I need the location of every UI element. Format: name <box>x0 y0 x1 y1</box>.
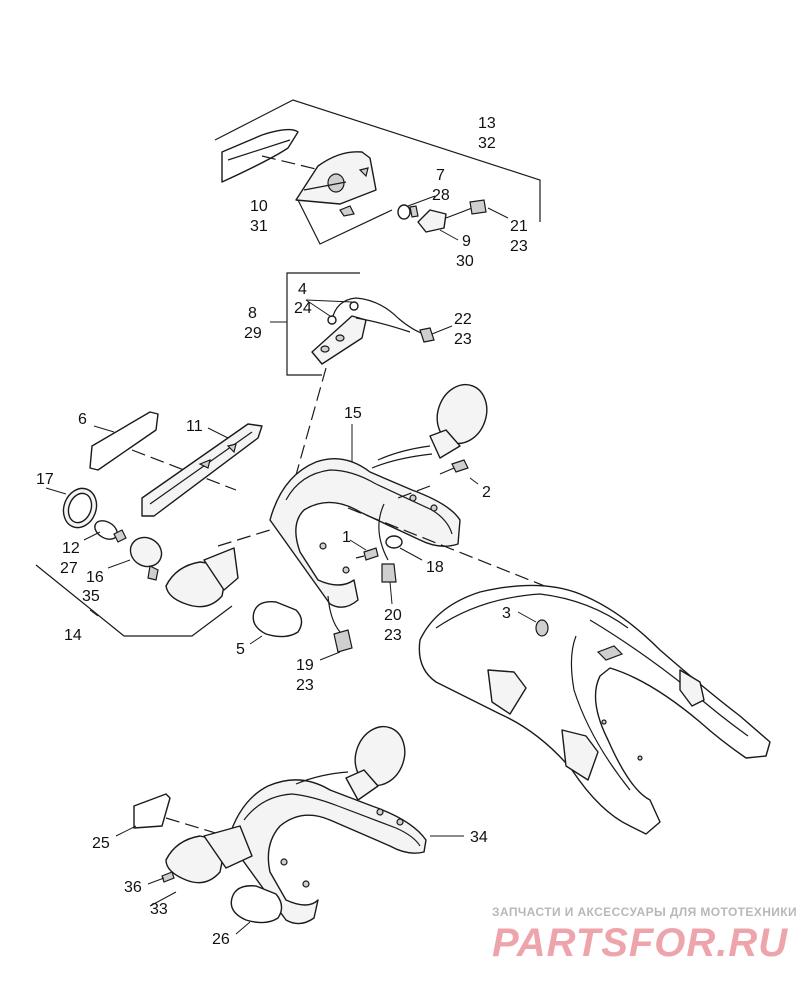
turn-signal-left <box>165 547 239 608</box>
label-33: 33 <box>150 901 168 918</box>
label-8: 8 <box>248 305 257 322</box>
bracket-13-32 <box>214 99 541 222</box>
label-19: 19 <box>296 657 314 674</box>
label-17: 17 <box>36 471 54 488</box>
label-6: 6 <box>78 411 87 428</box>
label-23-a: 23 <box>510 238 528 255</box>
label-10: 10 <box>250 198 268 215</box>
bulb-7-28 <box>397 195 436 220</box>
label-34: 34 <box>470 829 488 846</box>
connector-19-23 <box>319 595 353 661</box>
lens-25 <box>115 793 171 837</box>
turn-signal-top-right <box>429 383 488 459</box>
lens-ring-17 <box>45 487 98 529</box>
reflector-5 <box>249 601 303 645</box>
reflector-26 <box>230 885 283 935</box>
lamp-housing <box>295 151 393 245</box>
label-36: 36 <box>124 879 142 896</box>
label-20: 20 <box>384 607 402 624</box>
fender-bracket-15 <box>269 424 461 608</box>
label-7: 7 <box>436 167 445 184</box>
label-4: 4 <box>298 281 307 298</box>
license-lamp-4-24 <box>305 297 453 365</box>
turn-signal-bottom-left <box>147 825 253 907</box>
socket-9-30 <box>417 199 509 241</box>
screw-1 <box>349 539 379 561</box>
callout-labels: 13 32 7 28 10 31 21 23 9 30 4 24 8 29 22… <box>36 115 528 948</box>
label-29: 29 <box>244 325 262 342</box>
fender-bracket-34 <box>227 771 464 925</box>
rear-fender <box>418 584 771 835</box>
label-23-c: 23 <box>384 627 402 644</box>
label-26: 26 <box>212 931 230 948</box>
label-30: 30 <box>456 253 474 270</box>
label-28: 28 <box>432 187 450 204</box>
label-21: 21 <box>510 218 528 235</box>
watermark-brand: PARTSFOR.RU <box>492 921 788 965</box>
label-31: 31 <box>250 218 268 235</box>
bracket-14 <box>35 564 233 637</box>
screw-2 <box>439 459 479 485</box>
label-9: 9 <box>462 233 471 250</box>
grommet-18 <box>385 535 423 561</box>
label-5: 5 <box>236 641 245 658</box>
lens-6 <box>89 411 159 471</box>
label-11: 11 <box>186 418 203 435</box>
watermark-tagline: ЗАПЧАСТИ И АКСЕССУАРЫ ДЛЯ МОТОТЕХНИКИ <box>492 905 797 919</box>
label-23-b: 23 <box>454 331 472 348</box>
plate-11 <box>141 423 263 517</box>
label-24: 24 <box>294 300 312 317</box>
label-16: 16 <box>86 569 104 586</box>
label-14: 14 <box>64 627 82 644</box>
label-2: 2 <box>482 484 491 501</box>
watermark: ЗАПЧАСТИ И АКСЕССУАРЫ ДЛЯ МОТОТЕХНИКИ PA… <box>492 905 797 965</box>
label-13: 13 <box>478 115 496 132</box>
label-1: 1 <box>342 529 351 546</box>
label-35: 35 <box>82 588 100 605</box>
label-3: 3 <box>502 605 511 622</box>
connector-20-23 <box>378 503 397 605</box>
label-32: 32 <box>478 135 496 152</box>
label-27: 27 <box>60 560 78 577</box>
label-22: 22 <box>454 311 472 328</box>
label-23-d: 23 <box>296 677 314 694</box>
label-25: 25 <box>92 835 110 852</box>
bulb-12-27 <box>83 520 127 543</box>
socket-16-35 <box>107 536 163 581</box>
label-18: 18 <box>426 559 444 576</box>
label-12: 12 <box>62 540 80 557</box>
label-15: 15 <box>344 405 362 422</box>
turn-signal-bottom-right <box>345 725 406 801</box>
lens-cover <box>221 128 299 183</box>
bracket-8-29 <box>270 272 360 376</box>
